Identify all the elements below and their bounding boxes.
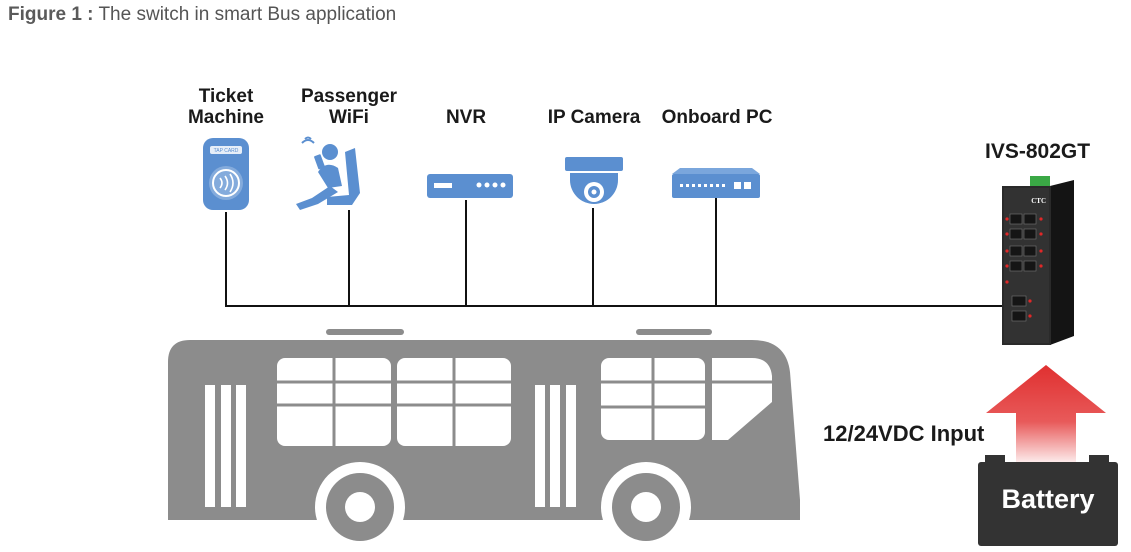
device-label-onboard-pc: Onboard PC xyxy=(661,107,773,128)
ip-camera-icon xyxy=(565,157,623,204)
figure-caption: Figure 1 : The switch in smart Bus appli… xyxy=(8,4,396,26)
switch-label: IVS-802GT xyxy=(985,140,1091,163)
device-label-ip-camera: IP Camera xyxy=(547,107,641,128)
battery-icon xyxy=(978,455,1118,546)
network-cabling xyxy=(225,198,1004,307)
battery-label: Battery xyxy=(1001,484,1095,514)
ticket-machine-icon xyxy=(203,138,249,210)
bus-icon xyxy=(168,329,808,552)
power-input-label: 12/24VDC Input xyxy=(823,421,985,446)
industrial-switch-icon: CTC xyxy=(1002,176,1074,345)
device-label-ticket-machine: Ticket Machine xyxy=(187,86,265,128)
figure-title: The switch in smart Bus application xyxy=(98,4,397,25)
tap-card-label: TAP CARD xyxy=(214,148,239,154)
switch-brand: CTC xyxy=(1031,197,1046,205)
figure-number: Figure 1 : xyxy=(8,4,94,25)
device-label-passenger-wifi: Passenger WiFi xyxy=(300,86,398,128)
passenger-wifi-icon xyxy=(296,136,360,210)
onboard-pc-icon xyxy=(672,168,760,198)
nvr-icon xyxy=(427,174,513,198)
power-arrow xyxy=(986,365,1106,468)
device-label-nvr: NVR xyxy=(445,107,487,128)
